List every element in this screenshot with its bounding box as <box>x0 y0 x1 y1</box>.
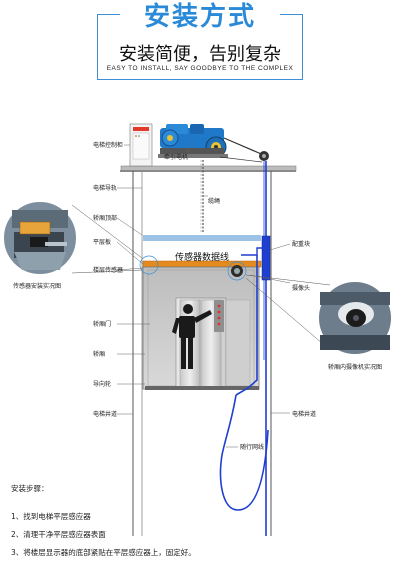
level-plate-label: 平层板 <box>93 238 111 246</box>
car-top-frame <box>143 235 261 241</box>
floor-sensor-label: 楼层传感器 <box>93 266 123 274</box>
shaft-right-label: 电梯井道 <box>292 410 316 418</box>
car-label: 轿厢 <box>93 350 105 358</box>
camera-photo-caption: 轿厢内摄像机实况图 <box>328 363 382 371</box>
sensor-photo-callout <box>2 200 143 276</box>
step-item: 2、清理干净平层感应器表面 <box>11 530 106 539</box>
elevator-shaft <box>132 171 272 536</box>
sensor-photo-caption: 传感器安装实况图 <box>13 282 61 290</box>
page-tagline: EASY TO INSTALL, SAY GOODBYE TO THE COMP… <box>106 65 294 72</box>
button-icon <box>217 304 221 308</box>
guide-rail-label: 电梯导轨 <box>93 184 117 192</box>
camera-photo-callout <box>245 274 393 356</box>
control-cabinet-label: 电梯控制柜 <box>93 141 123 149</box>
level-plate-highlight <box>139 255 159 275</box>
counterweight-icon <box>261 161 271 536</box>
guide-wheel-label: 导向轮 <box>93 380 111 388</box>
counterweight-label: 配重块 <box>292 240 310 248</box>
camera-icon <box>227 261 247 281</box>
traveling-cable-label: 随行网线 <box>240 443 264 451</box>
button-icon <box>217 310 221 314</box>
steps-title: 安装步骤： <box>11 484 49 493</box>
machine-room <box>120 165 297 172</box>
page-title: 安装方式 <box>120 0 280 34</box>
car-floor <box>145 386 259 390</box>
steel-cable-label: 缆绳 <box>208 197 220 205</box>
label-leaders <box>116 144 291 448</box>
step-item: 3、将楼层显示器的底部紧贴在平层感应器上，固定好。 <box>11 548 196 557</box>
machine-floor-edge <box>120 170 296 172</box>
traction-motor-icon <box>158 124 228 158</box>
camera-label: 摄像头 <box>292 284 310 292</box>
page-subtitle: 安装简便，告别复杂 <box>119 44 281 65</box>
person-icon <box>172 304 212 369</box>
traveling-cable-loop <box>219 394 269 511</box>
car-top-label: 轿厢顶部 <box>93 214 117 222</box>
button-icon <box>217 322 221 326</box>
step-item: 1、找到电梯平层感应器 <box>11 512 91 521</box>
car-door-label: 轿厢门 <box>93 320 111 328</box>
shaft-left-label: 电梯井道 <box>93 410 117 418</box>
sensor-data-cable <box>219 247 269 511</box>
car-interior-wall <box>225 299 251 387</box>
traction-motor-label: 牵引电机 <box>164 153 188 161</box>
control-cabinet-icon <box>129 123 153 167</box>
button-panel <box>214 300 224 332</box>
elevator-car <box>142 235 262 390</box>
sensor-data-line-label: 传感器数据线 <box>175 251 229 263</box>
button-icon <box>217 316 221 320</box>
deflector-pulley-icon <box>219 137 269 163</box>
